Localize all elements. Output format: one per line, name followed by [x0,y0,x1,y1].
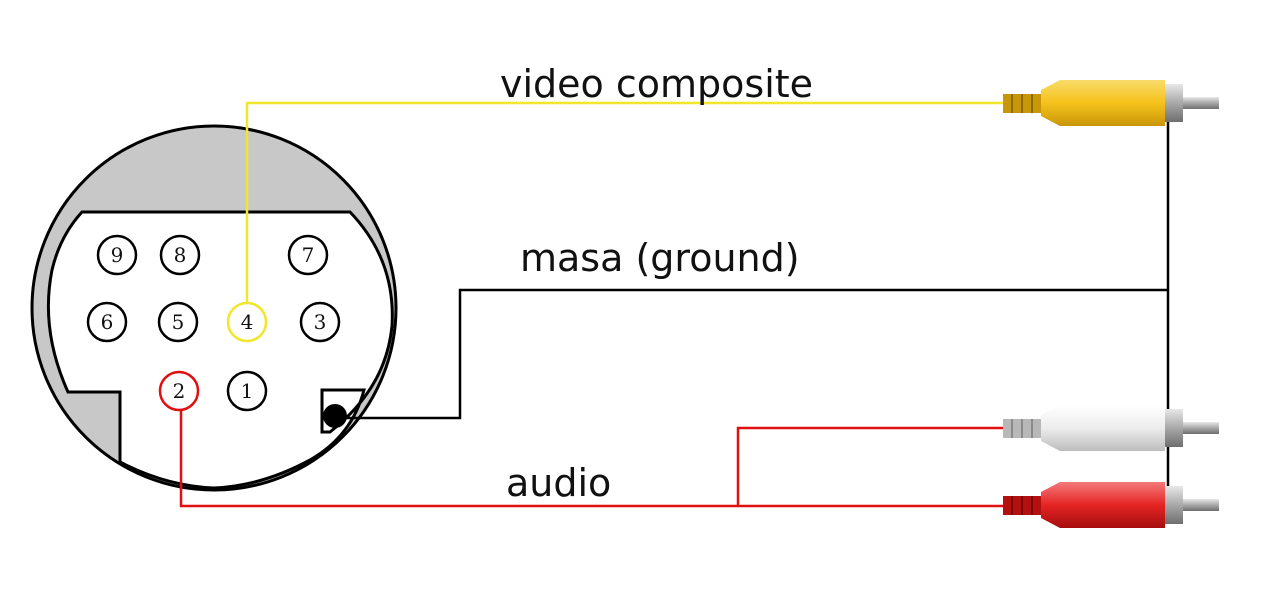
plug-white-tip [1183,422,1219,434]
rca-plug-yellow [1003,80,1219,126]
shield-contact [323,404,347,428]
video-composite-label: video composite [500,62,813,106]
pin-3: 3 [299,301,341,343]
pin-8-number: 8 [174,243,187,267]
pin-9-ring [96,234,138,276]
pin-6-number: 6 [101,310,114,334]
pin-5-ring [157,301,199,343]
pin-9: 9 [96,234,138,276]
pin-7-ring [287,234,329,276]
pin-5-number: 5 [172,310,185,334]
plug-red-sleeve [1165,486,1183,524]
plug-red-tip [1183,499,1219,511]
pin-9-number: 9 [111,243,124,267]
pin-1: 1 [226,370,268,412]
pin-4: 4 [226,301,268,343]
pin-2: 2 [158,370,200,412]
pin-2-ring [158,370,200,412]
pin-1-number: 1 [241,379,254,403]
pin-7-number: 7 [302,243,315,267]
pin-6-ring [86,301,128,343]
rca-plug-red [1003,482,1219,528]
pin-3-number: 3 [314,310,327,334]
pin-6: 6 [86,301,128,343]
pin-5: 5 [157,301,199,343]
plug-red-body [1041,482,1165,528]
plug-yellow-sleeve [1165,84,1183,122]
pin-8-ring [159,234,201,276]
pin-7: 7 [287,234,329,276]
ground-label: masa (ground) [520,236,800,280]
rca-plug-white [1003,405,1219,451]
pin-3-ring [299,301,341,343]
pin-4-ring [226,301,268,343]
pin-1-ring [226,370,268,412]
pin-8: 8 [159,234,201,276]
plug-yellow-body [1041,80,1165,126]
audio-wire-white [736,426,1003,506]
ground-wire [347,288,1168,420]
pin-2-number: 2 [173,379,186,403]
plug-white-sleeve [1165,409,1183,447]
video-wire [245,101,1003,303]
audio-label: audio [506,461,611,505]
plug-white-body [1041,405,1165,451]
connector-face [46,210,394,490]
din-connector [30,124,398,492]
pin-4-number: 4 [241,310,254,334]
audio-wire-red [179,410,1003,508]
plug-yellow-tip [1183,97,1219,109]
pins: 9 8 7 6 5 4 3 2 [86,234,341,412]
